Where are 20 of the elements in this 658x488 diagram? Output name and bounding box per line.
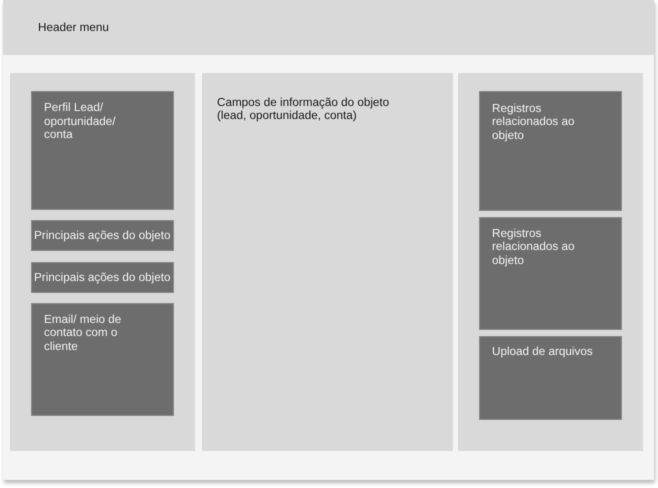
main-panel <box>202 73 453 451</box>
content-card <box>31 303 174 416</box>
content-card <box>479 217 622 330</box>
action-bar <box>31 262 174 293</box>
sidebar-panel <box>10 73 195 451</box>
action-bar <box>31 220 174 251</box>
box-label: Perfil Lead/ oportunidade/ conta <box>44 101 116 142</box>
box-label: Registros relacionados ao objeto <box>492 226 576 268</box>
box-label: Principais ações do objeto <box>34 270 170 284</box>
header-bar <box>3 0 654 55</box>
box-label: Campos de informação do objeto (lead, oportunidade, conta) <box>217 96 390 123</box>
box-label: Email/ meio de contato com o cliente <box>44 312 122 354</box>
box-label: Header menu <box>38 21 109 35</box>
content-card <box>479 91 622 211</box>
box-label: Principais ações do objeto <box>34 228 170 242</box>
box-label: Registros relacionados ao objeto <box>492 102 576 142</box>
box-label: Upload de arquivos <box>492 345 593 359</box>
content-card <box>479 336 622 420</box>
sidebar-panel <box>458 73 643 451</box>
content-card <box>31 91 174 210</box>
